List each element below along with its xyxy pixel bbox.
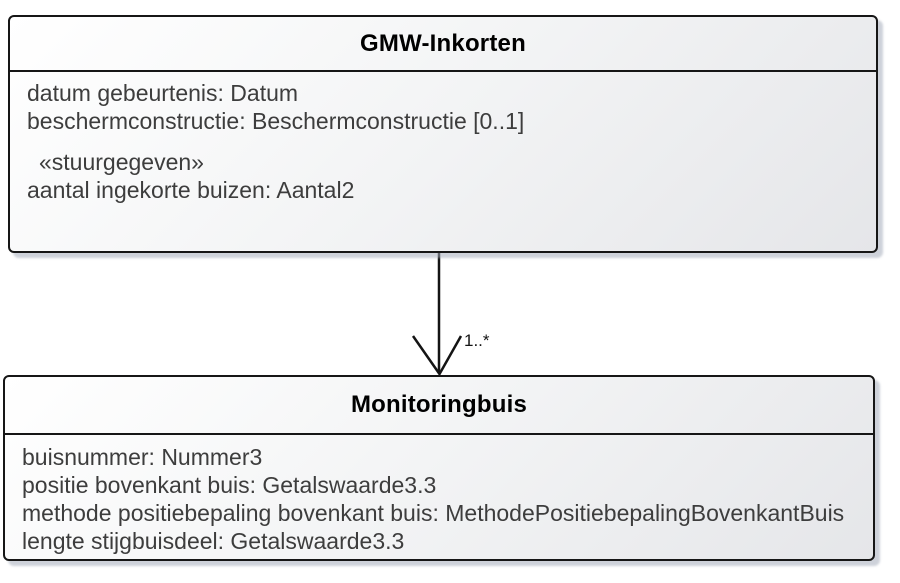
- attribute-buisnummer: buisnummer: Nummer3: [22, 443, 263, 470]
- class-node-gmw-inkorten[interactable]: GMW-Inkorten datum gebeurtenis: Datum be…: [8, 15, 878, 253]
- class-title-gmw-inkorten: GMW-Inkorten: [10, 17, 876, 72]
- class-node-monitoringbuis[interactable]: Monitoringbuis buisnummer: Nummer3 posit…: [3, 375, 875, 561]
- open-arrowhead-icon: [411, 335, 463, 377]
- attribute-positie-bovenkant-buis: positie bovenkant buis: Getalswaarde3.3: [22, 471, 437, 498]
- attribute-methode-positiebepaling: methode positiebepaling bovenkant buis: …: [22, 499, 845, 526]
- attribute-compartment-gmw-inkorten: datum gebeurtenis: Datum beschermconstru…: [10, 72, 876, 204]
- stereotype-stuurgegeven: «stuurgegeven»: [39, 148, 204, 175]
- attribute-aantal-ingekorte-buizen: aantal ingekorte buizen: Aantal2: [27, 176, 355, 203]
- attribute-datum-gebeurtenis: datum gebeurtenis: Datum: [27, 79, 299, 106]
- association-multiplicity-label: 1..*: [464, 331, 490, 350]
- class-title-monitoringbuis: Monitoringbuis: [5, 377, 873, 435]
- attribute-beschermconstructie: beschermconstructie: Beschermconstructie…: [27, 107, 525, 134]
- attribute-lengte-stijgbuisdeel: lengte stijgbuisdeel: Getalswaarde3.3: [22, 527, 405, 554]
- attribute-compartment-monitoringbuis: buisnummer: Nummer3 positie bovenkant bu…: [5, 435, 873, 555]
